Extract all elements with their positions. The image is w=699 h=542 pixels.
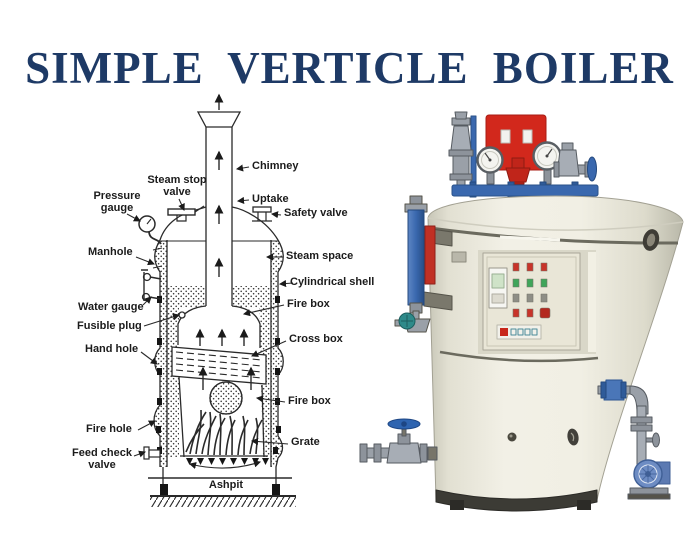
- steam-manifold-pipe: [451, 181, 599, 198]
- rivets: [156, 296, 281, 454]
- diagram-label-cylindrical-shell: Cylindrical shell: [290, 276, 375, 288]
- panel-display: [488, 267, 508, 309]
- diagram-label-pressure-gauge: Pressure gauge: [93, 190, 141, 214]
- top-valve-train: [448, 111, 599, 198]
- pressure-gauge-diagram: [138, 215, 162, 245]
- diagram-label-fire-box-lower: Fire box: [288, 395, 331, 407]
- fire-ball: [209, 381, 243, 415]
- diagram-label-cross-box: Cross box: [289, 333, 343, 345]
- diagram-label-fire-box-upper: Fire box: [287, 298, 330, 310]
- feed-check-valve-photo: [359, 418, 438, 464]
- nameplate: [496, 324, 542, 340]
- diagram-label-hand-hole: Hand hole: [85, 343, 139, 355]
- diagram-label-water-gauge: Water gauge: [78, 301, 144, 313]
- boiler-photo: [359, 111, 684, 512]
- cross-box: [171, 346, 267, 385]
- pressure-gauge-left: [476, 146, 504, 185]
- safety-valve-diagram: [252, 206, 272, 222]
- fire-box-upper: [177, 305, 261, 348]
- safety-valve-photo: [448, 111, 477, 191]
- diagram-label-manhole: Manhole: [88, 246, 133, 258]
- diagram-label-grate: Grate: [291, 436, 320, 448]
- control-panel: [478, 250, 596, 354]
- ashpit-diagram: [148, 467, 296, 507]
- diagram-label-fire-hole: Fire hole: [86, 423, 132, 435]
- diagram-label-steam-space: Steam space: [286, 250, 354, 262]
- diagram-label-steam-stop-valve: Steam stop valve: [147, 174, 207, 198]
- grate-diagram: [180, 455, 269, 469]
- manhole-diagram: [152, 247, 163, 269]
- label-leaders: [126, 164, 294, 458]
- steam-stop-valve-photo: [553, 142, 597, 182]
- diagram-label-safety-valve: Safety valve: [284, 207, 348, 219]
- feed-pump: [597, 379, 671, 500]
- diagram-line-art: [126, 93, 296, 507]
- indicator-lights: [512, 262, 551, 319]
- steam-stop-valve: [167, 205, 205, 222]
- flow-arrows: [195, 93, 256, 390]
- diagram-label-fusible-plug: Fusible plug: [77, 320, 142, 332]
- water-level-gauge: [394, 195, 453, 333]
- diagram-label-ashpit: Ashpit: [208, 479, 244, 491]
- fusible-plug-diagram: [178, 311, 186, 319]
- flames: [185, 409, 263, 456]
- page-title: SIMPLE VERTICLE BOILER: [25, 43, 674, 93]
- diagram-label-feed-check-valve: Feed check valve: [72, 447, 132, 471]
- diagram-label-chimney: Chimney: [252, 160, 299, 172]
- diagram-label-uptake: Uptake: [252, 193, 289, 205]
